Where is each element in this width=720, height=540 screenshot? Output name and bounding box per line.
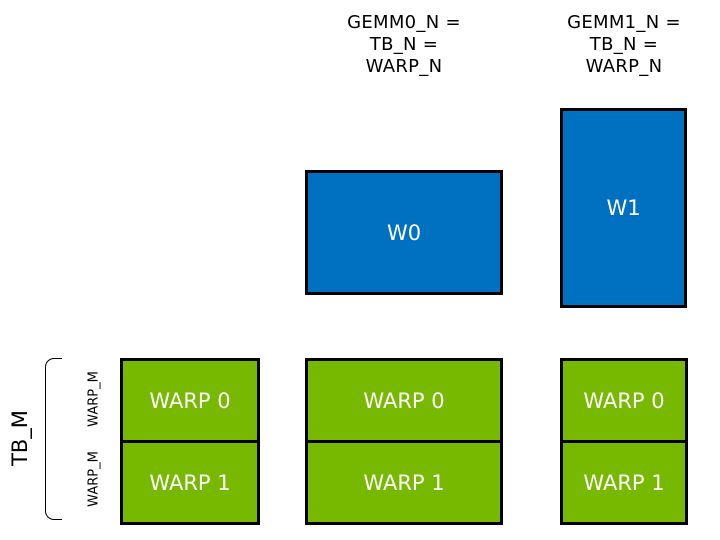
warp-cell-label: WARP 0: [363, 388, 445, 413]
warp-grid-column-1: WARP 0 WARP 1: [305, 358, 503, 525]
warp-cell-label: WARP 1: [583, 470, 665, 495]
warp-cell: WARP 0: [120, 358, 260, 443]
warp-cell-label: WARP 0: [583, 388, 665, 413]
warp-m-label-1: WARP_M: [86, 451, 102, 507]
warp-grid-column-0: WARP 0 WARP 1: [120, 358, 260, 525]
warp-grid-column-2: WARP 0 WARP 1: [560, 358, 688, 525]
gemm0-n-label-line3: WARP_N: [365, 56, 443, 77]
w0-tile: W0: [305, 170, 503, 295]
gemm1-n-label-line1: GEMM1_N =: [567, 12, 681, 33]
warp-cell-label: WARP 1: [149, 470, 231, 495]
warp-m-label-0: WARP_M: [86, 371, 102, 427]
gemm1-n-label: GEMM1_N = TB_N = WARP_N: [544, 12, 704, 78]
w1-tile-label: W1: [606, 196, 641, 220]
tb-m-label: TB_M: [8, 410, 32, 466]
warp-cell: WARP 1: [120, 440, 260, 525]
w1-tile: W1: [560, 108, 687, 308]
gemm0-n-label-line2: TB_N =: [369, 34, 439, 55]
gemm1-n-label-line3: WARP_N: [585, 56, 663, 77]
gemm1-n-label-line2: TB_N =: [589, 34, 659, 55]
warp-cell-label: WARP 0: [149, 388, 231, 413]
tb-m-bracket: [45, 358, 62, 520]
gemm0-n-label-line1: GEMM0_N =: [347, 12, 461, 33]
warp-cell: WARP 0: [305, 358, 503, 443]
w0-tile-label: W0: [386, 220, 422, 245]
warp-cell: WARP 1: [560, 440, 688, 525]
warp-cell: WARP 0: [560, 358, 688, 443]
gemm0-n-label: GEMM0_N = TB_N = WARP_N: [304, 12, 504, 78]
warp-cell-label: WARP 1: [363, 470, 445, 495]
warp-cell: WARP 1: [305, 440, 503, 525]
